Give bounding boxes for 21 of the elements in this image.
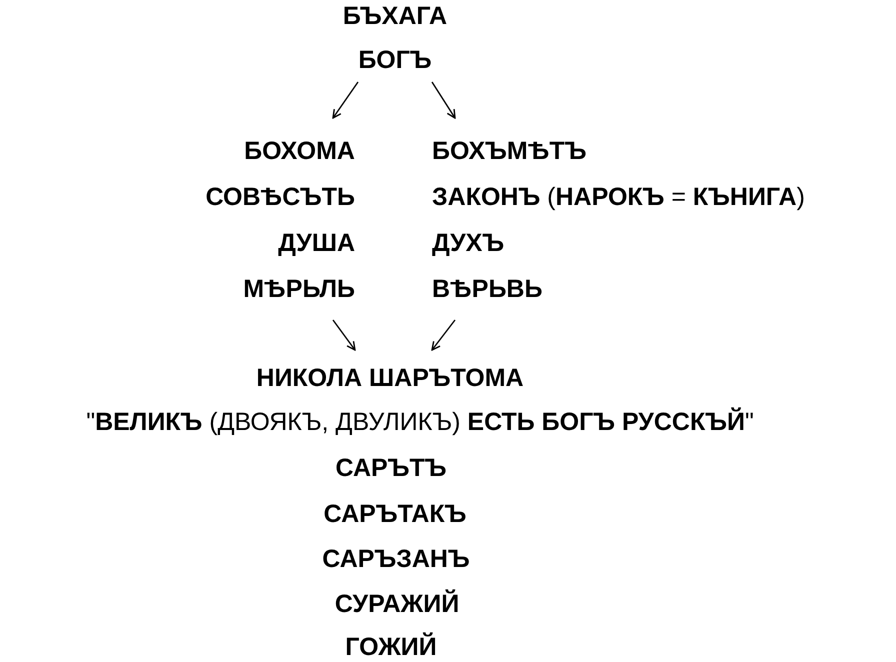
word-text: БОХОМА [243,136,355,167]
word-text: ДУША [277,228,355,259]
word-text: НИКОЛА ШАРЪТОМА [255,363,525,394]
word-text: БОГЪ [357,45,433,76]
word-text: ГОЖИЙ [345,632,437,662]
word-text: САРЪТАКЪ [324,499,466,529]
word-text: ДУХЪ [432,228,506,259]
word-text: БЪХАГА [342,1,448,32]
word-text: ВѢРЬВЬ [432,274,544,305]
word-text: СУРАЖИЙ [334,589,460,619]
word-text: СОВѢСЪТЬ [204,182,355,213]
word-text: МѢРЬЛЬ [242,274,355,305]
word-text: БОХЪМѢТЪ [432,136,588,167]
word-text: "ВЕЛИКЪ (ДВОЯКЪ, ДВУЛИКЪ) ЕСТЬ БОГЪ РУССКЪЙ" [86,407,754,437]
arrow [431,320,456,351]
arrow [431,82,456,119]
word-text: ЗАКОНЪ (НАРОКЪ = КЪНИГА) [432,182,806,213]
arrow [332,82,359,119]
word-text: САРЪЗАНЪ [322,544,470,574]
arrow [332,320,356,351]
word-text: САРЪТЪ [336,453,446,483]
